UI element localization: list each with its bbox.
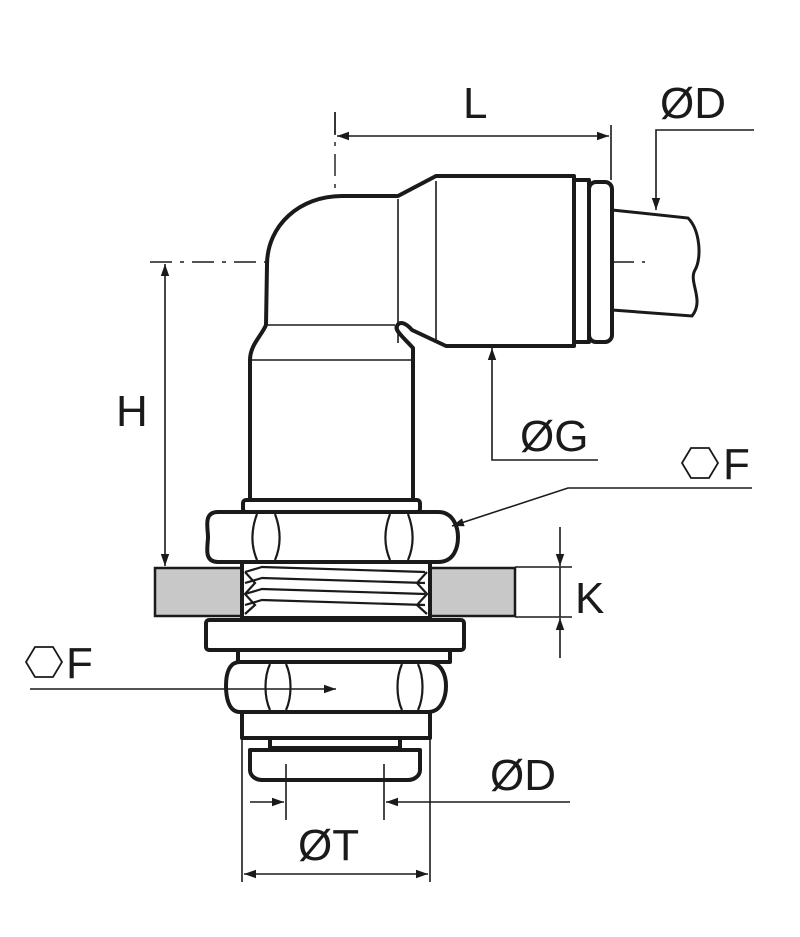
label-od-top: ØD [660, 79, 726, 128]
hexagon-icon [24, 646, 64, 678]
washer [204, 618, 466, 664]
dimension-od-bottom [250, 764, 570, 820]
hex-nut-top [205, 498, 460, 564]
dimension-od-top [651, 129, 754, 210]
dimension-og [487, 348, 598, 461]
dimension-k [515, 527, 572, 658]
threaded-shank [240, 560, 432, 620]
tube [611, 208, 701, 318]
label-l: L [463, 79, 487, 128]
hex-nut-bottom [224, 660, 448, 714]
mounting-panel [153, 566, 517, 618]
label-ot: ØT [298, 821, 359, 870]
label-od-bottom: ØD [490, 751, 556, 800]
label-f-top: F [723, 440, 750, 489]
label-h: H [116, 387, 148, 436]
dimension-ot [241, 738, 431, 882]
elbow-body [248, 174, 614, 502]
label-og: ØG [520, 412, 588, 461]
hexagon-icon [680, 447, 720, 479]
leader-f-top [451, 487, 752, 527]
label-k: K [575, 574, 604, 623]
bottom-cartridge [240, 710, 432, 782]
dimension-l [334, 112, 612, 180]
label-f-bottom: F [66, 639, 93, 688]
